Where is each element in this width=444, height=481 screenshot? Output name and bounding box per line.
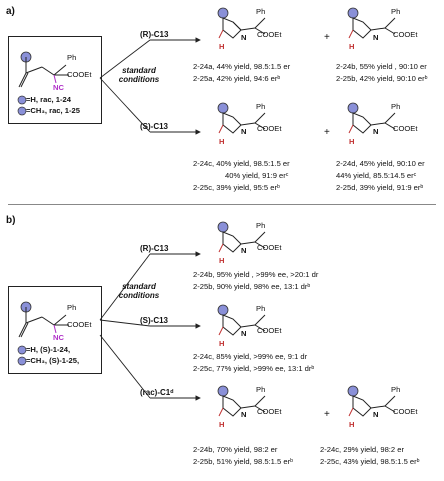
result-b-rac-2-25c: 2-25c, 43% yield, 98.5:1.5 erᵇ [320, 457, 420, 466]
h-2-24b: H [349, 42, 355, 51]
cooet-b-2-24c: COOEt [257, 326, 282, 335]
product-2-24a [217, 7, 266, 39]
product-b-rac-2-24c [347, 385, 396, 417]
product-b-2-24c [217, 304, 266, 336]
cooet-2-24d: COOEt [393, 124, 418, 133]
substrate-nc: NC [53, 83, 64, 92]
conditions-a: standard conditions [118, 66, 160, 85]
cooet-b-2-24b: COOEt [257, 243, 282, 252]
result-2-24d: 2-24d, 45% yield, 90:10 er [336, 159, 425, 168]
plus-b: + [324, 409, 330, 420]
catalyst-label-b-r: (R)-C13 [140, 244, 169, 253]
substrate-structure-b [18, 301, 69, 338]
h-2-24c: H [219, 137, 225, 146]
substrate-structure-a [18, 51, 69, 88]
catalyst-label-r: (R)-C13 [140, 30, 169, 39]
h-b-rac-2-24c: H [349, 420, 355, 429]
legend-dots-a [17, 95, 27, 116]
n-b-2-24b: N [241, 246, 247, 255]
substrate-ph: Ph [67, 53, 77, 62]
product-2-24c [217, 102, 266, 134]
catalyst-label-b-s: (S)-C13 [140, 316, 169, 325]
result-2-25a: 2-25a, 42% yield, 94:6 erᵇ [193, 74, 281, 83]
r-definition-b-1: =H, (S)-1-24, [26, 345, 71, 354]
substrate-b-nc: NC [53, 333, 64, 342]
section-b-label: b) [6, 215, 16, 226]
result-b-rac-2-25b: 2-25b, 51% yield, 98.5:1.5 erᵇ [193, 457, 293, 466]
plus-a-top: + [324, 32, 330, 43]
conditions-b: standard conditions [118, 282, 160, 301]
r-definition-1: =H, rac, 1-24 [26, 95, 71, 104]
h-2-24d: H [349, 137, 355, 146]
cooet-2-24a: COOEt [257, 30, 282, 39]
n-b-2-24c: N [241, 329, 247, 338]
ph-b-2-24c: Ph [256, 304, 266, 313]
cooet-b-rac-2-24b: COOEt [257, 407, 282, 416]
result-2-25c: 2-25c, 39% yield, 95:5 erᵇ [193, 183, 280, 192]
r-definition-b-2: =CH₃, (S)-1-25, [26, 356, 80, 365]
ph-2-24b: Ph [391, 7, 401, 16]
legend-dots-b [17, 345, 27, 366]
ph-2-24c: Ph [256, 102, 266, 111]
result-2-25d: 2-25d, 39% yield, 91:9 erᵇ [336, 183, 424, 192]
n-2-24d: N [373, 127, 379, 136]
cooet-2-24b: COOEt [393, 30, 418, 39]
result-2-24a: 2-24a, 44% yield, 98.5:1.5 er [193, 62, 291, 71]
cooet-b-rac-2-24c: COOEt [393, 407, 418, 416]
result-b-rac-2-24b: 2-24b, 70% yield, 98:2 er [193, 445, 278, 454]
result-b-2-25c: 2-25c, 77% yield, >99% ee, 13:1 drᵇ [193, 364, 315, 373]
arrows-a [99, 37, 201, 135]
h-b-2-24b: H [219, 256, 225, 265]
r-definition-2: =CH₃, rac, 1-25 [26, 106, 80, 115]
section-a-label: a) [6, 6, 15, 17]
result-2-24c: 2-24c, 40% yield, 98.5:1.5 er [193, 159, 290, 168]
product-b-rac-2-24b [217, 385, 266, 417]
result-2-24c-alt: 40% yield, 91:9 erᶜ [225, 171, 289, 180]
n-2-24b: N [373, 33, 379, 42]
ph-2-24a: Ph [256, 7, 266, 16]
n-2-24a: N [241, 33, 247, 42]
substrate-b-ph: Ph [67, 303, 77, 312]
h-b-rac-2-24b: H [219, 420, 225, 429]
result-b-2-24c: 2-24c, 85% yield, >99% ee, 9:1 dr [193, 352, 308, 361]
result-b-rac-2-24c: 2-24c, 29% yield, 98:2 er [320, 445, 405, 454]
result-2-25b: 2-25b, 42% yield, 90:10 erᵇ [336, 74, 428, 83]
ph-2-24d: Ph [391, 102, 401, 111]
h-2-24a: H [219, 42, 225, 51]
substrate-box-a: Ph COOEt NC =H, rac, 1-24 =CH₃, rac, 1-2… [8, 36, 102, 124]
ph-b-rac-2-24b: Ph [256, 385, 266, 394]
plus-a-bottom: + [324, 127, 330, 138]
substrate-box-b: Ph COOEt NC =H, (S)-1-24, =CH₃, (S)-1-25… [8, 286, 102, 374]
substrate-cooet: COOEt [67, 70, 92, 79]
n-b-rac-2-24c: N [373, 410, 379, 419]
catalyst-label-s: (S)-C13 [140, 122, 169, 131]
catalyst-label-b-rac: (rac)-C1ᵈ [140, 388, 174, 397]
product-b-2-24b [217, 221, 266, 253]
section-divider [8, 204, 436, 205]
n-2-24c: N [241, 127, 247, 136]
ph-b-rac-2-24c: Ph [391, 385, 401, 394]
result-2-24b: 2-24b, 55% yield , 90:10 er [336, 62, 427, 71]
n-b-rac-2-24b: N [241, 410, 247, 419]
result-b-2-24b: 2-24b, 95% yield , >99% ee, >20:1 dr [193, 270, 319, 279]
substrate-b-cooet: COOEt [67, 320, 92, 329]
product-2-24d [347, 102, 396, 134]
product-2-24b [347, 7, 396, 39]
result-b-2-25b: 2-25b, 90% yield, 98% ee, 13:1 drᵇ [193, 282, 311, 291]
ph-b-2-24b: Ph [256, 221, 266, 230]
h-b-2-24c: H [219, 339, 225, 348]
result-2-24d-alt: 44% yield, 85.5:14.5 erᶜ [336, 171, 417, 180]
cooet-2-24c: COOEt [257, 124, 282, 133]
